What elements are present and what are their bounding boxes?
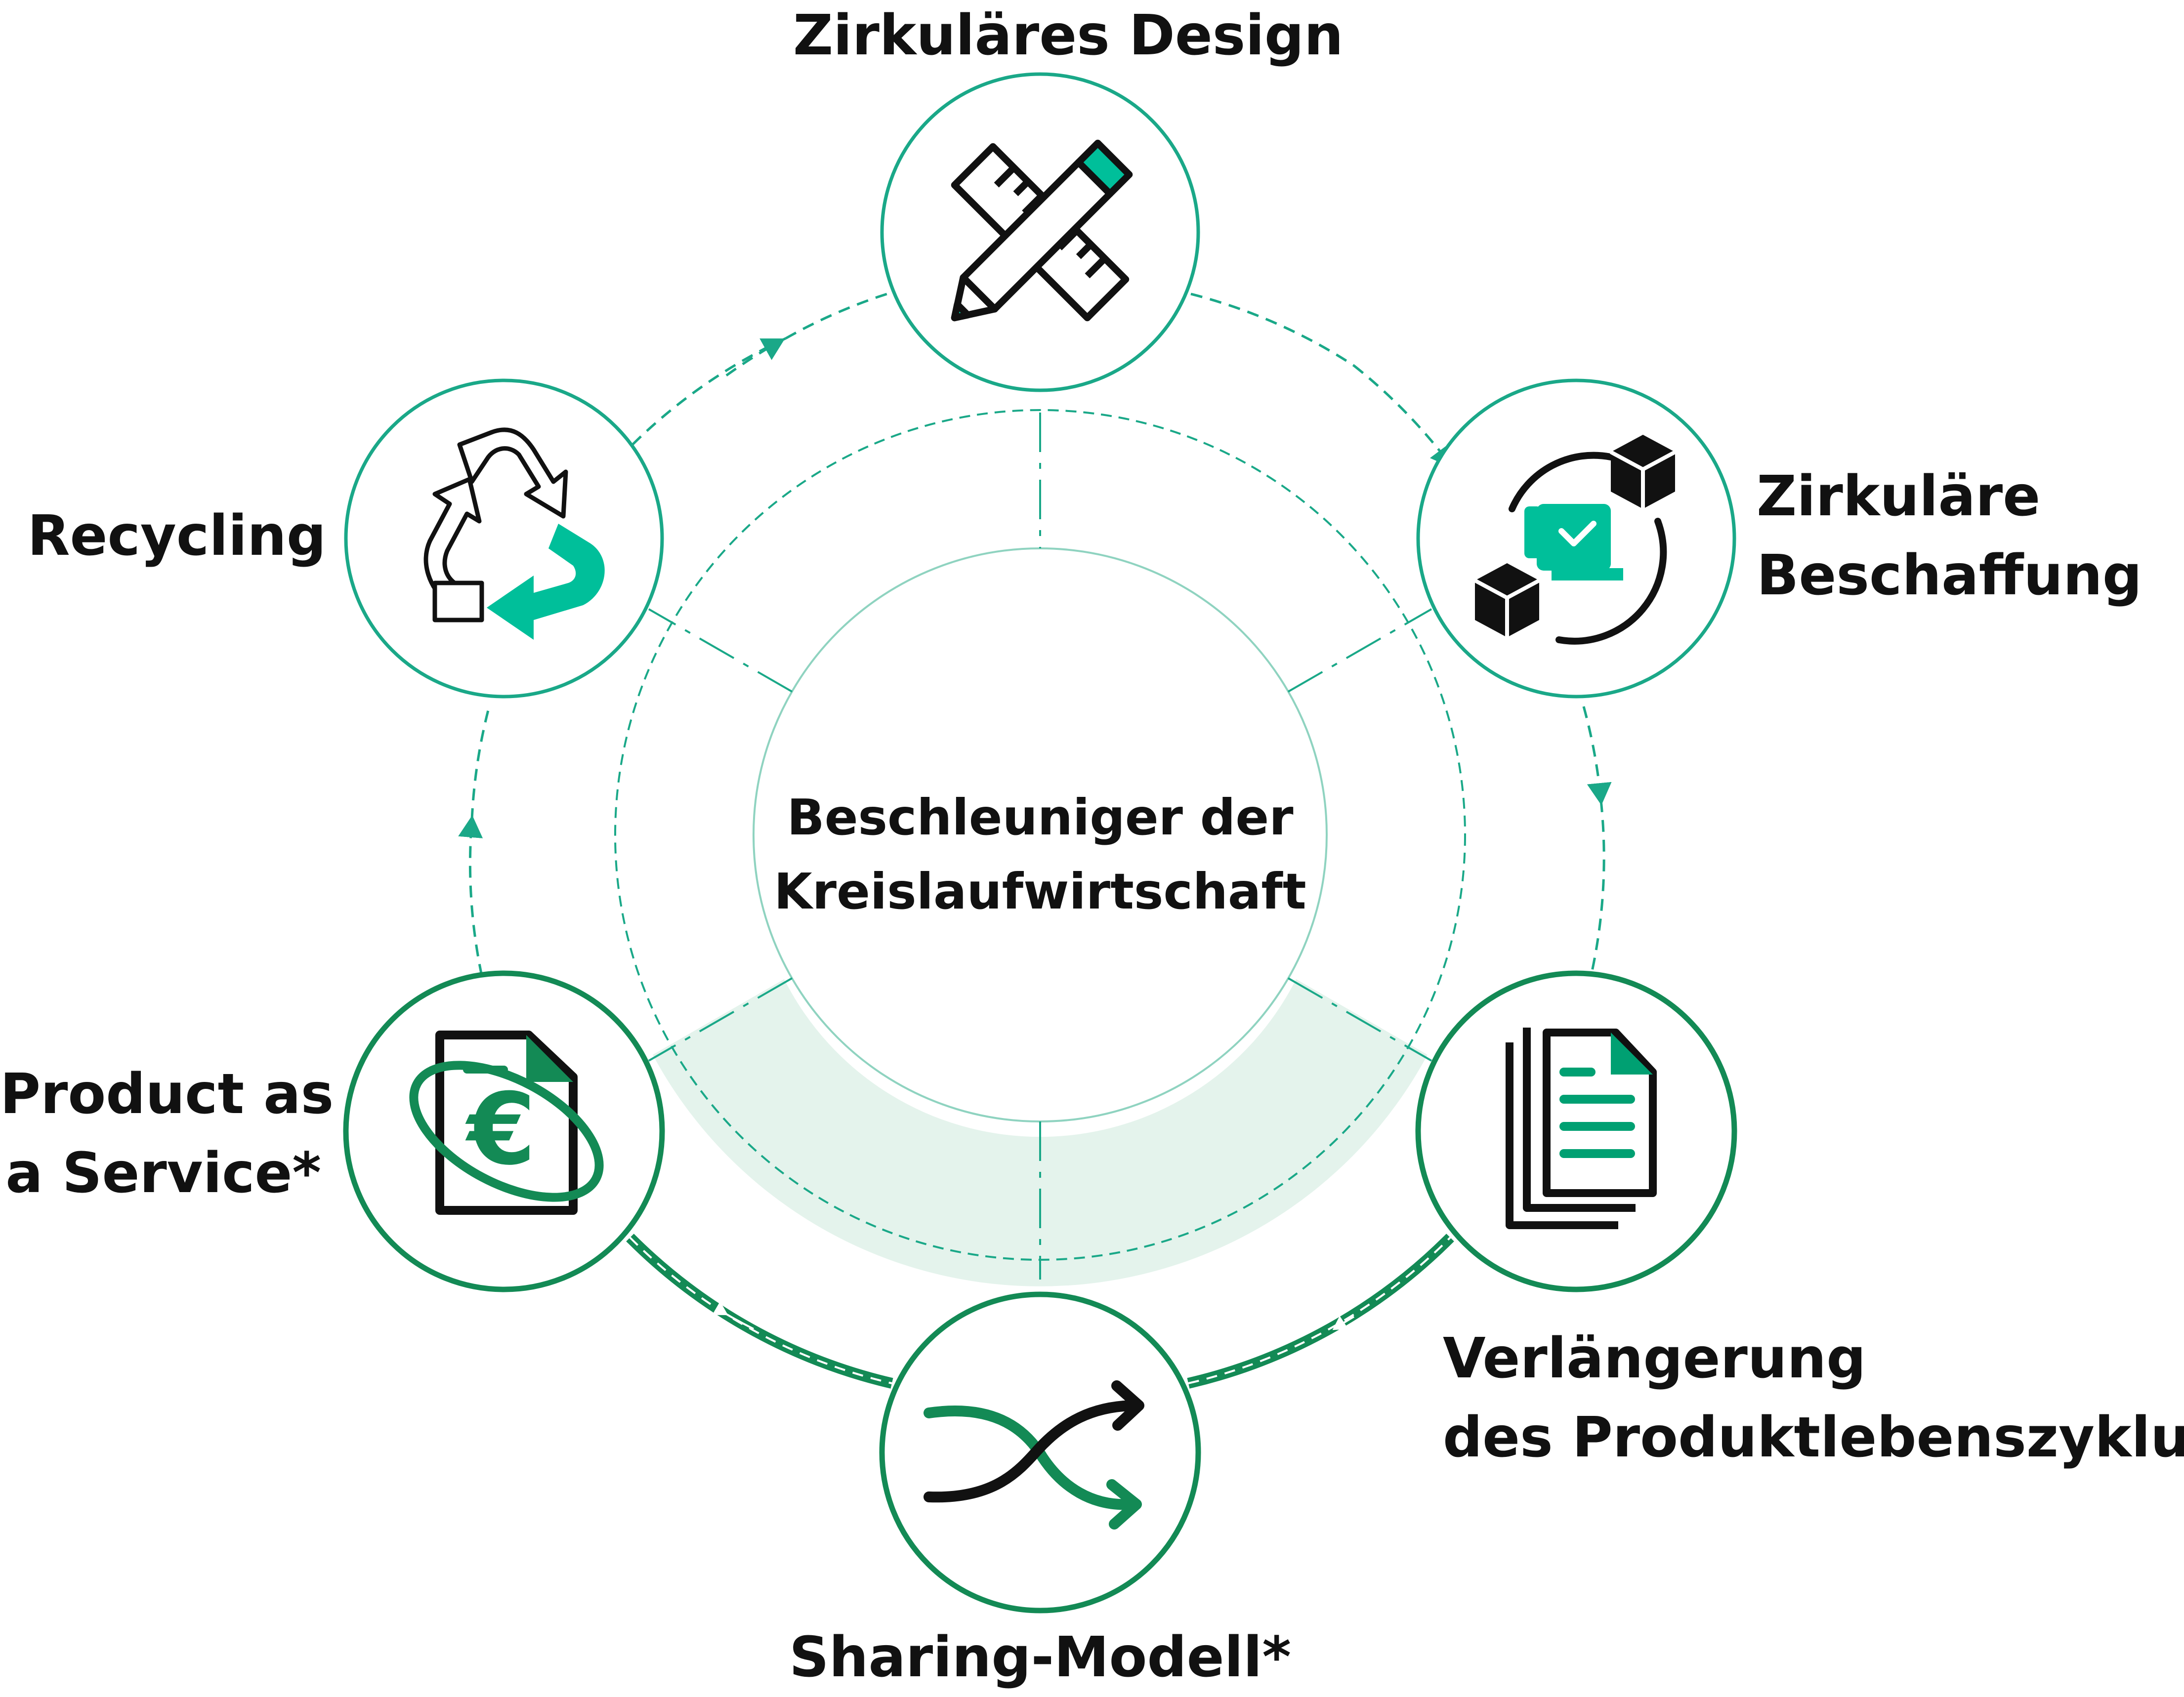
label-sharing-modell: Sharing-Modell* bbox=[768, 1618, 1312, 1697]
label-verlaengerung: Verlängerung des Produktlebenszyklus* bbox=[1443, 1319, 2184, 1477]
crossing-arrows-icon bbox=[924, 1380, 1144, 1530]
label-verlaengerung-line2: des Produktlebenszyklus* bbox=[1443, 1406, 2184, 1470]
highlighted-arcs bbox=[626, 1234, 1454, 1389]
label-zirkulaeres-design: Zirkuläres Design bbox=[793, 0, 1344, 75]
label-product-as-a-service: Product as a Service* bbox=[0, 1055, 334, 1213]
center-label: Beschleuniger der Kreislaufwirtschaft bbox=[768, 781, 1312, 929]
label-product-as-a-service-line1: Product as bbox=[0, 1062, 334, 1126]
label-sharing-modell-line1: Sharing-Modell* bbox=[789, 1625, 1291, 1690]
recycling-icon bbox=[423, 427, 605, 640]
label-recycling: Recycling bbox=[10, 497, 326, 576]
label-recycling-line1: Recycling bbox=[27, 504, 326, 568]
euro-document-icon: € bbox=[409, 1031, 604, 1215]
label-verlaengerung-line1: Verlängerung bbox=[1443, 1326, 1866, 1391]
node-circle-recycling bbox=[344, 378, 664, 699]
center-label-line1: Beschleuniger der bbox=[787, 788, 1294, 846]
highlight-sector bbox=[653, 979, 1428, 1286]
label-zirkulaere-beschaffung-line2: Beschaffung bbox=[1757, 543, 2142, 608]
pencil-ruler-icon bbox=[951, 139, 1133, 322]
label-zirkulaeres-design-line1: Zirkuläres Design bbox=[793, 3, 1344, 68]
svg-text:€: € bbox=[465, 1072, 536, 1187]
procurement-boxes-icon bbox=[1474, 435, 1676, 645]
label-zirkulaere-beschaffung: Zirkuläre Beschaffung bbox=[1757, 457, 2142, 615]
spokes bbox=[648, 413, 1432, 1280]
cycle-arcs bbox=[458, 292, 1612, 976]
documents-icon bbox=[1506, 1028, 1657, 1229]
label-zirkulaere-beschaffung-line1: Zirkuläre bbox=[1757, 464, 2041, 529]
label-product-as-a-service-line2: a Service* bbox=[5, 1141, 321, 1205]
center-label-line2: Kreislaufwirtschaft bbox=[774, 863, 1306, 920]
